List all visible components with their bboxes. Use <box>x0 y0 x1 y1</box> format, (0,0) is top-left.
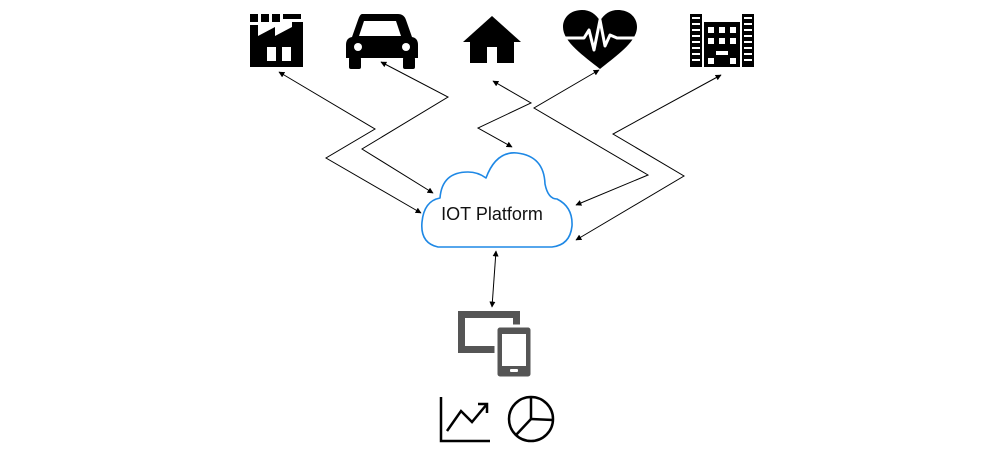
factory-icon <box>250 14 303 67</box>
iot-platform-label: IOT Platform <box>441 204 543 224</box>
connectors <box>278 61 722 308</box>
car-connector <box>361 61 450 194</box>
factory-connector <box>278 71 422 214</box>
iot-platform-cloud <box>421 152 573 248</box>
home-icon <box>463 16 521 63</box>
heart-rate-icon <box>561 10 639 69</box>
health-connector <box>533 69 650 206</box>
home-connector <box>476 80 533 148</box>
building-connector <box>575 74 722 241</box>
line-chart-icon <box>439 397 490 443</box>
car-icon <box>346 14 418 69</box>
client-connector <box>489 250 499 308</box>
pie-chart-icon <box>507 395 555 443</box>
monitor-tablet-icon <box>458 311 534 380</box>
building-icon <box>690 14 754 67</box>
